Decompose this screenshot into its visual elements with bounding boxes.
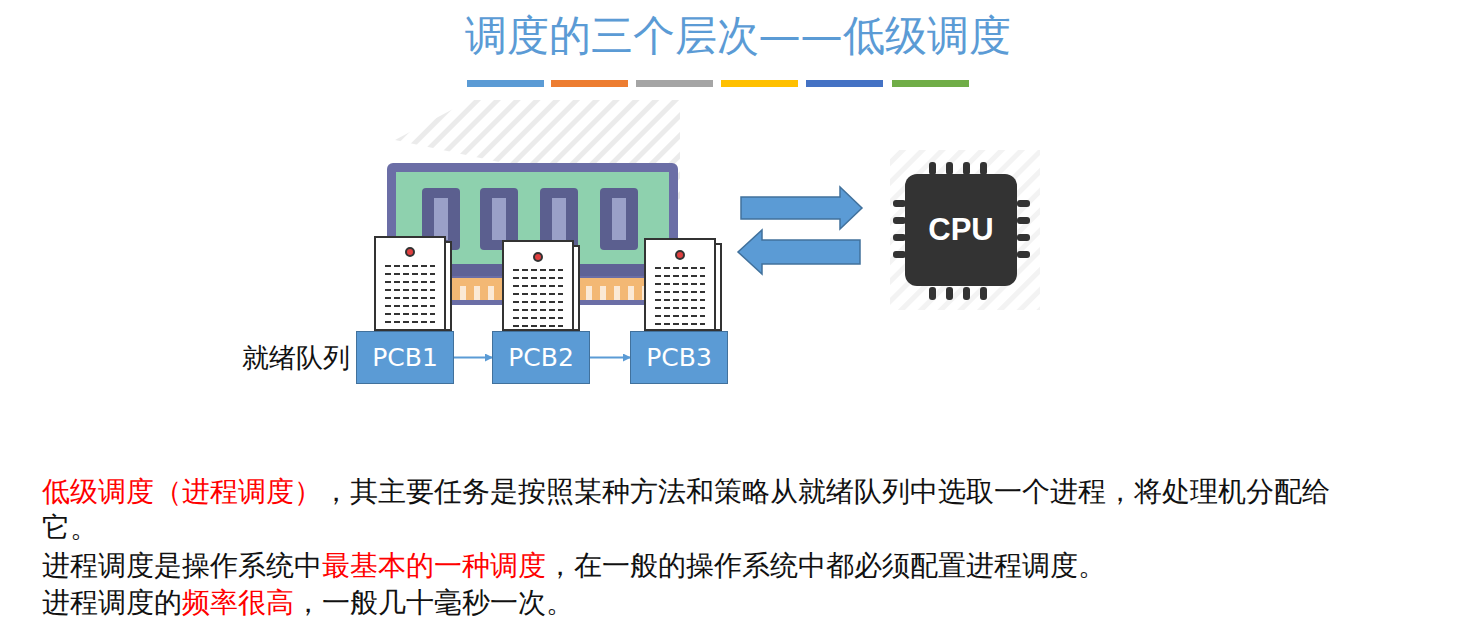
body-paragraph: 进程调度的频率很高，一般几十毫秒一次。: [42, 585, 1442, 621]
document-icons: [375, 237, 721, 330]
queue-link: [454, 357, 492, 359]
node-text: CPU: [928, 212, 993, 248]
pcb-box: PCB3: [630, 331, 728, 384]
body-text: ，一般几十毫秒一次。: [294, 586, 574, 619]
body-text: 进程调度的: [42, 586, 182, 619]
node-text: PCB1: [372, 343, 438, 372]
body-paragraph: 进程调度是操作系统中最基本的一种调度，在一般的操作系统中都必须配置进程调度。: [42, 548, 1442, 584]
highlight-text: 频率很高: [182, 586, 294, 619]
highlight-text: 低级调度（进程调度）: [42, 475, 322, 508]
body-paragraph: 低级调度（进程调度），其主要任务是按照某种方法和策略从就绪队列中选取一个进程，将…: [42, 474, 1382, 546]
node-text: PCB3: [646, 343, 712, 372]
body-text: 进程调度是操作系统中: [42, 549, 322, 582]
transfer-arrows: [738, 187, 862, 274]
pcb-box: PCB1: [356, 331, 454, 384]
pcb-box: PCB2: [492, 331, 590, 384]
cpu-chip: CPU: [905, 174, 1017, 286]
queue-label: 就绪队列: [242, 340, 350, 376]
color-bars: [467, 80, 969, 87]
cpu-pins: [890, 150, 1040, 310]
queue-link: [590, 357, 630, 359]
highlight-text: 最基本的一种调度: [322, 549, 546, 582]
body-text: ，在一般的操作系统中都必须配置进程调度。: [546, 549, 1106, 582]
node-text: PCB2: [508, 343, 574, 372]
slide-title: 调度的三个层次——低级调度: [0, 8, 1475, 64]
